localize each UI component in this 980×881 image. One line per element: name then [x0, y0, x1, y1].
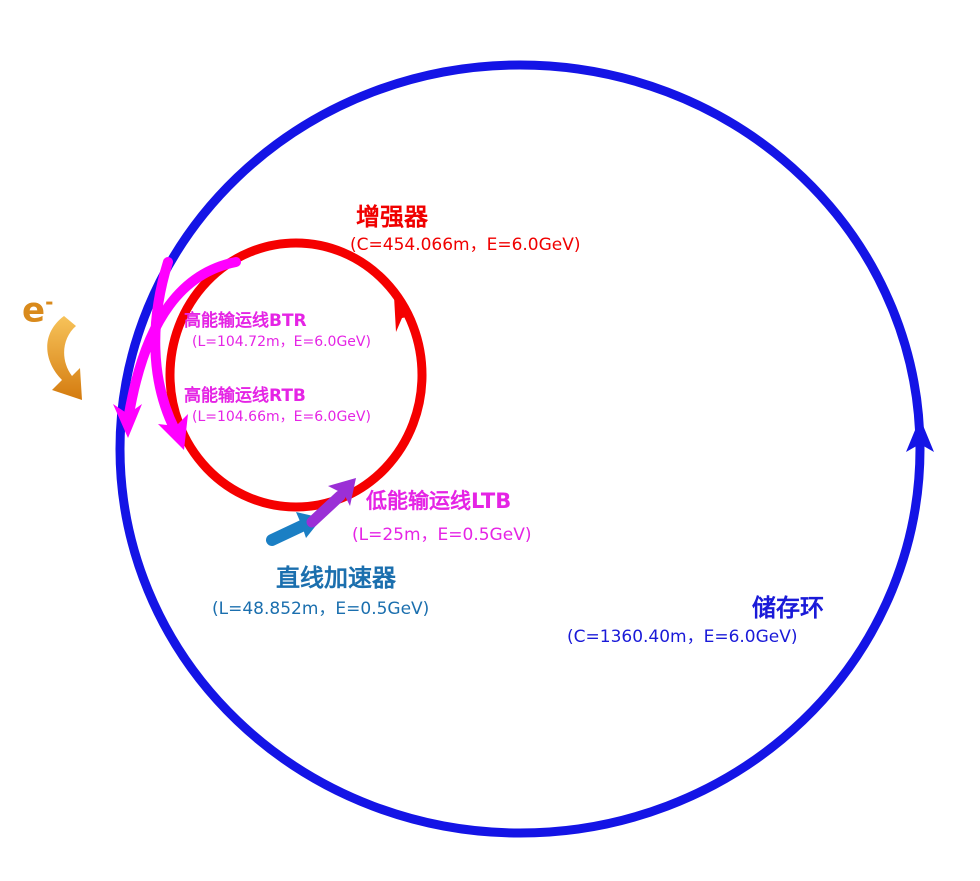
linac-title: 直线加速器 [276, 564, 396, 592]
storage-ring-direction-arrow [906, 418, 934, 452]
booster-title: 增强器 [356, 203, 428, 231]
linac-beam-line [266, 518, 312, 546]
electron-charge: - [45, 290, 54, 314]
electron-symbol: e [22, 290, 46, 331]
booster-ring [165, 238, 427, 512]
electron-label: e- [22, 290, 53, 330]
storage-ring-params: (C=1360.40m，E=6.0GeV) [567, 627, 798, 647]
rtb-transfer-line [150, 257, 180, 435]
booster-params: (C=454.066m，E=6.0GeV) [350, 235, 581, 255]
btr-params: (L=104.72m，E=6.0GeV) [192, 334, 371, 350]
storage-ring-title: 储存环 [752, 594, 824, 622]
rtb-title: 高能输运线RTB [184, 386, 306, 406]
btr-arrow-head [113, 404, 142, 438]
rtb-params: (L=104.66m，E=6.0GeV) [192, 409, 371, 425]
btr-transfer-line [123, 257, 241, 425]
rtb-arrow-head [158, 414, 188, 450]
ltb-title: 低能输运线LTB [366, 489, 512, 513]
ltb-beam-line [306, 490, 346, 528]
storage-ring [115, 60, 925, 838]
ltb-params: (L=25m，E=0.5GeV) [352, 525, 532, 545]
electron-injection-arrow [47, 316, 82, 400]
linac-params: (L=48.852m，E=0.5GeV) [212, 599, 430, 619]
btr-title: 高能输运线BTR [184, 311, 307, 331]
booster-direction-arrow [394, 296, 412, 332]
ltb-arrow-head [328, 478, 356, 506]
